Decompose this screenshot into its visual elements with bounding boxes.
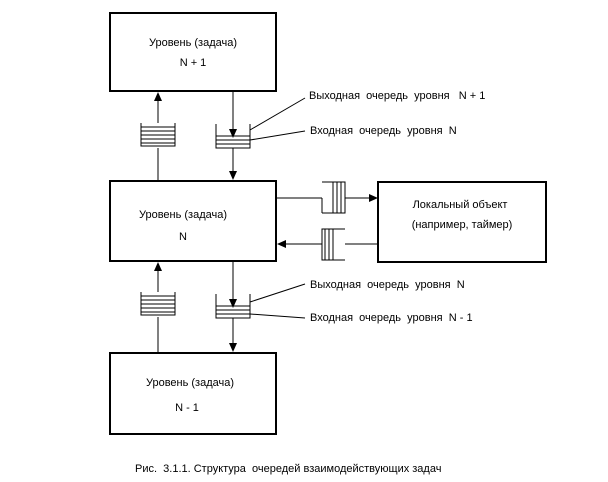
label-in-queue-lower: Входная очередь уровня N - 1 xyxy=(249,312,473,324)
level-upper-title: Уровень (задача) xyxy=(149,37,237,49)
local-object-box: Локальный объект (например, таймер) xyxy=(377,181,547,263)
queue-down-upper-right xyxy=(215,91,251,180)
label-in-queue-upper-text: Входная очередь уровня N xyxy=(310,125,457,137)
local-object-line2: (например, таймер) xyxy=(412,219,513,231)
label-out-queue-upper: Выходная очередь уровня N + 1 xyxy=(249,90,485,131)
label-out-queue-lower-text: Выходная очередь уровня N xyxy=(310,279,465,291)
label-in-queue-upper: Входная очередь уровня N xyxy=(249,125,457,141)
label-out-queue-lower: Выходная очередь уровня N xyxy=(249,279,465,303)
level-middle-index: N xyxy=(179,231,187,243)
queue-down-lower-right xyxy=(215,261,251,352)
local-object-line1: Локальный объект xyxy=(413,199,508,211)
label-in-queue-lower-text: Входная очередь уровня N - 1 xyxy=(310,312,473,324)
level-lower-index: N - 1 xyxy=(175,402,199,414)
queue-from-local-object xyxy=(277,228,378,261)
label-out-queue-upper-text: Выходная очередь уровня N + 1 xyxy=(309,90,485,102)
queue-up-upper-left xyxy=(140,92,176,181)
level-box-middle: Уровень (задача) N xyxy=(109,180,277,262)
level-box-lower: Уровень (задача) N - 1 xyxy=(109,352,277,435)
level-lower-title: Уровень (задача) xyxy=(146,377,234,389)
queue-up-lower-left xyxy=(140,262,176,353)
queue-to-local-object xyxy=(276,181,378,214)
level-middle-title: Уровень (задача) xyxy=(139,209,227,221)
figure-caption: Рис. 3.1.1. Структура очередей взаимодей… xyxy=(135,463,441,475)
level-box-upper: Уровень (задача) N + 1 xyxy=(109,12,277,92)
level-upper-index: N + 1 xyxy=(180,57,207,69)
